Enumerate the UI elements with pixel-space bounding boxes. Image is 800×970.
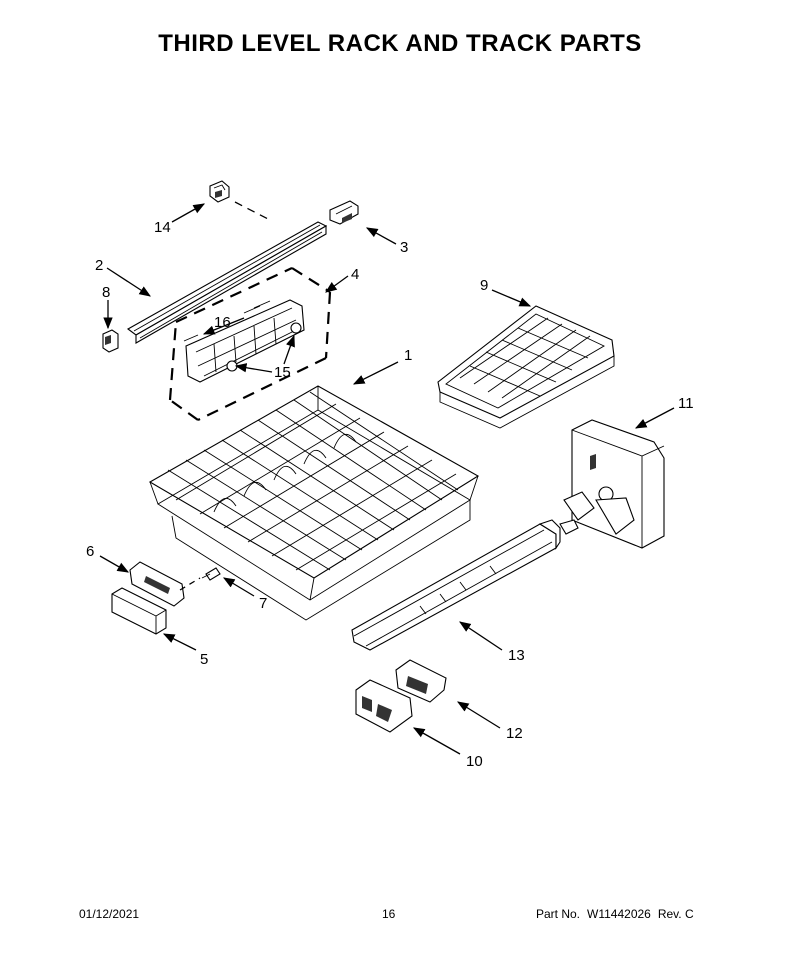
callout-7: 7 [259,595,267,612]
footer-part-number: Part No. W11442026 Rev. C [536,907,701,921]
part-11-housing [563,419,665,549]
callout-4: 4 [351,266,359,283]
callout-11: 11 [678,395,694,412]
footer-date: 01/12/2021 [79,907,140,921]
callout-14: 14 [154,219,171,236]
part-13-spray-arm [351,519,579,651]
part-2-track [126,221,328,344]
part-9-utensil-tray [437,305,615,429]
callout-9: 9 [480,277,488,294]
part-4-bracket [183,299,305,383]
callout-10: 10 [466,753,483,770]
callout-3: 3 [400,239,408,256]
callout-1: 1 [404,347,412,364]
callout-6: 6 [86,543,94,560]
part-14-clip [209,180,230,203]
page-title: THIRD LEVEL RACK AND TRACK PARTS [158,30,642,57]
footer-revision: Rev. C [657,907,694,921]
part-8-stop [102,329,119,353]
callout-13: 13 [508,647,525,664]
part-10-bracket [355,679,413,733]
callout-12: 12 [506,725,523,742]
footer-part-no-value: W11442026 [587,907,651,921]
callout-2: 2 [95,257,103,274]
footer-part-no-label: Part No. [536,907,581,921]
part-3-end-cap [329,200,359,225]
callout-16: 16 [214,314,231,331]
callout-15: 15 [274,364,291,381]
part-4-group-outline [168,267,332,421]
part-5-end-piece [111,587,167,635]
footer-page-number: 16 [382,907,396,921]
part-6-holder [129,561,185,607]
callout-8: 8 [102,284,110,301]
part-12-clip [395,659,447,703]
part-1-wire-rack [148,385,480,621]
leader-lines [99,201,675,755]
part-7-screw [201,567,221,581]
callout-5: 5 [200,651,208,668]
